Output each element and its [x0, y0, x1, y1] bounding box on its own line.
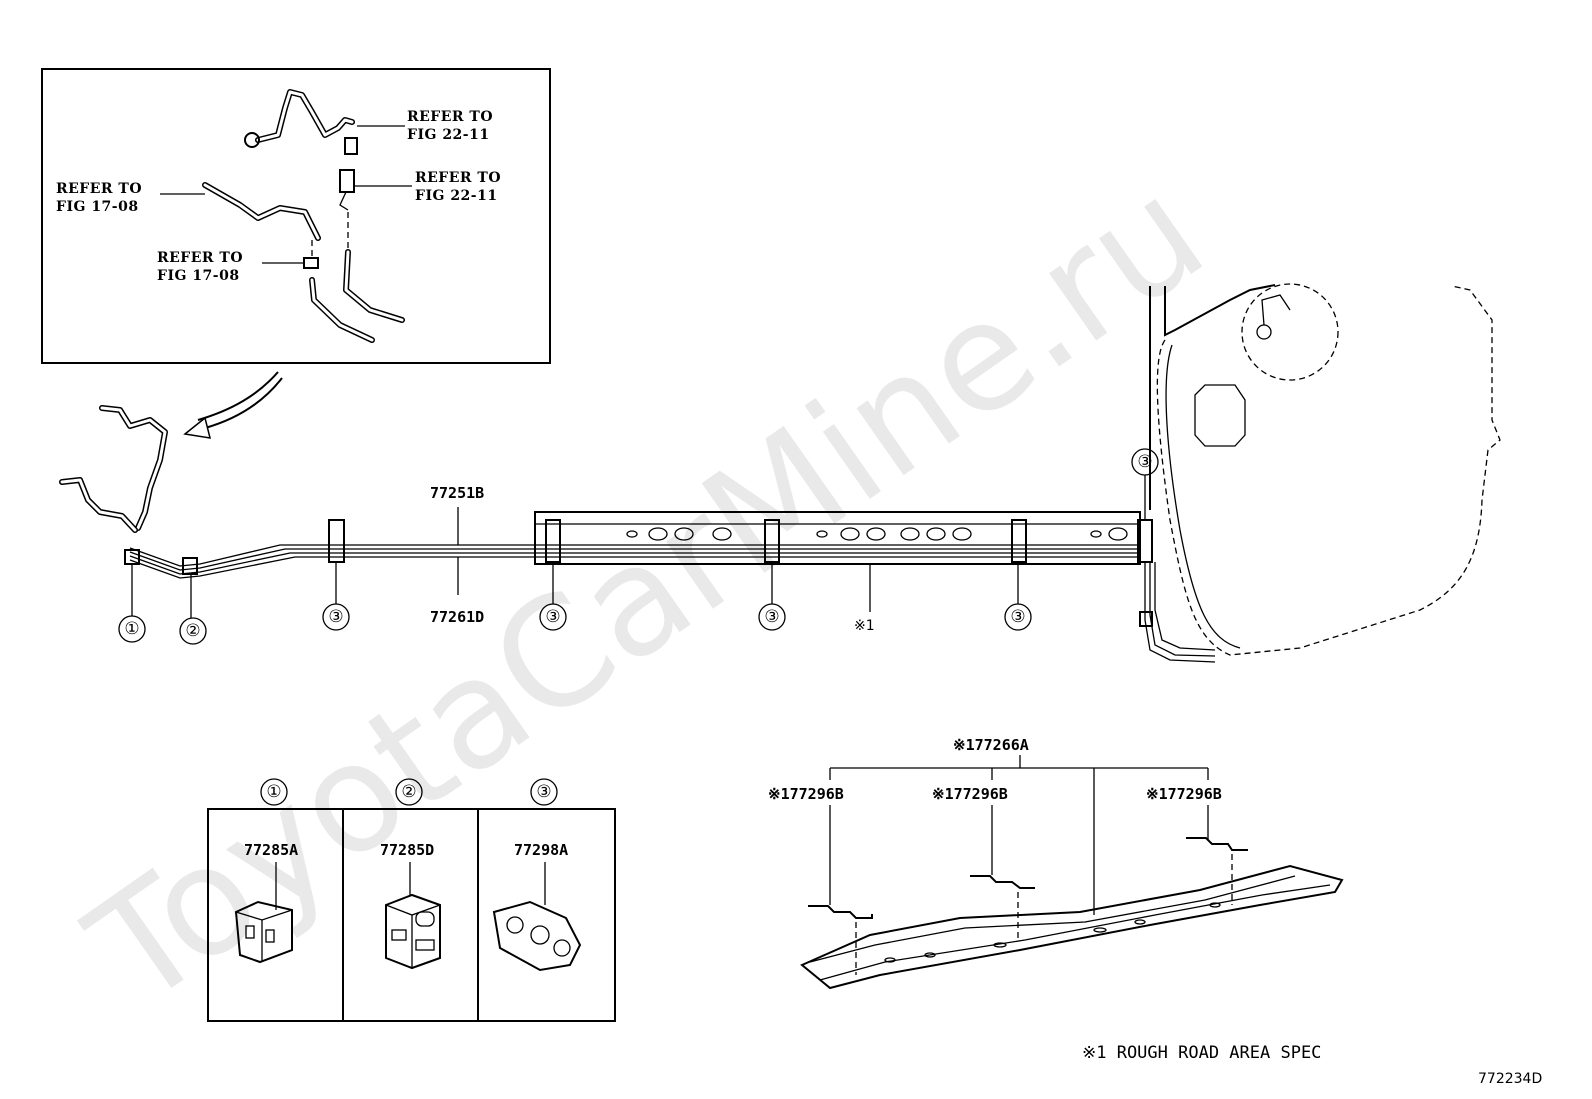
ref-label-4a: REFER TO	[157, 250, 243, 266]
clamp-3-part: 77298A	[514, 841, 568, 859]
callout-1: ①	[118, 564, 146, 643]
rail-group: ※177266A ※177296B ※177296B ※177296B	[768, 736, 1344, 990]
callout-1-label: ①	[124, 619, 139, 639]
bracket-label-3: ※177296B	[1146, 785, 1222, 803]
callout-3b: ③	[539, 562, 567, 631]
rough-road-mark: ※1	[854, 618, 875, 634]
clamp-2-circle: ②	[401, 782, 416, 802]
bracket-label-1: ※177296B	[768, 785, 844, 803]
clamp-2-part: 77285D	[380, 841, 434, 859]
callout-2: ②	[179, 574, 207, 645]
inset-detail: REFER TO FIG 22-11 REFER TO FIG 22-11 RE…	[41, 68, 551, 364]
ref-label-2b: FIG 22-11	[415, 188, 498, 204]
ref-label-3a: REFER TO	[56, 181, 142, 197]
clamp-1-part: 77285A	[244, 841, 298, 859]
ref-label-1a: REFER TO	[407, 109, 493, 125]
callout-3e: ③	[1131, 448, 1159, 520]
callout-3d: ③	[1004, 562, 1032, 631]
callout-2-label: ②	[185, 621, 200, 641]
bracket-label-2: ※177296B	[932, 785, 1008, 803]
ref-label-4b: FIG 17-08	[157, 268, 240, 284]
callout-3b-label: ③	[545, 607, 560, 627]
footnote: ※1 ROUGH ROAD AREA SPEC	[1082, 1043, 1321, 1063]
ref-label-2a: REFER TO	[415, 170, 501, 186]
fuel-tube-assembly	[59, 283, 1501, 663]
tube-lower-label: 77261D	[430, 608, 484, 626]
clamp-3-circle: ③	[536, 782, 551, 802]
callout-3c: ③	[758, 562, 786, 631]
ref-label-1b: FIG 22-11	[407, 127, 490, 143]
rail-top-label: ※177266A	[953, 736, 1029, 754]
figure-id: 772234D	[1478, 1071, 1542, 1087]
clamp-1-circle: ①	[266, 782, 281, 802]
ref-label-3b: FIG 17-08	[56, 199, 139, 215]
tube-upper-label: 77251B	[430, 484, 484, 502]
callout-3a: ③	[322, 562, 350, 631]
clamp-table: ① ② ③ 77285A 77285D 77298A	[207, 778, 616, 1022]
inset-pointer-arrow	[183, 371, 283, 439]
callout-3e-label: ③	[1137, 452, 1152, 472]
callout-3a-label: ③	[328, 607, 343, 627]
callout-3d-label: ③	[1010, 607, 1025, 627]
callout-3c-label: ③	[764, 607, 779, 627]
